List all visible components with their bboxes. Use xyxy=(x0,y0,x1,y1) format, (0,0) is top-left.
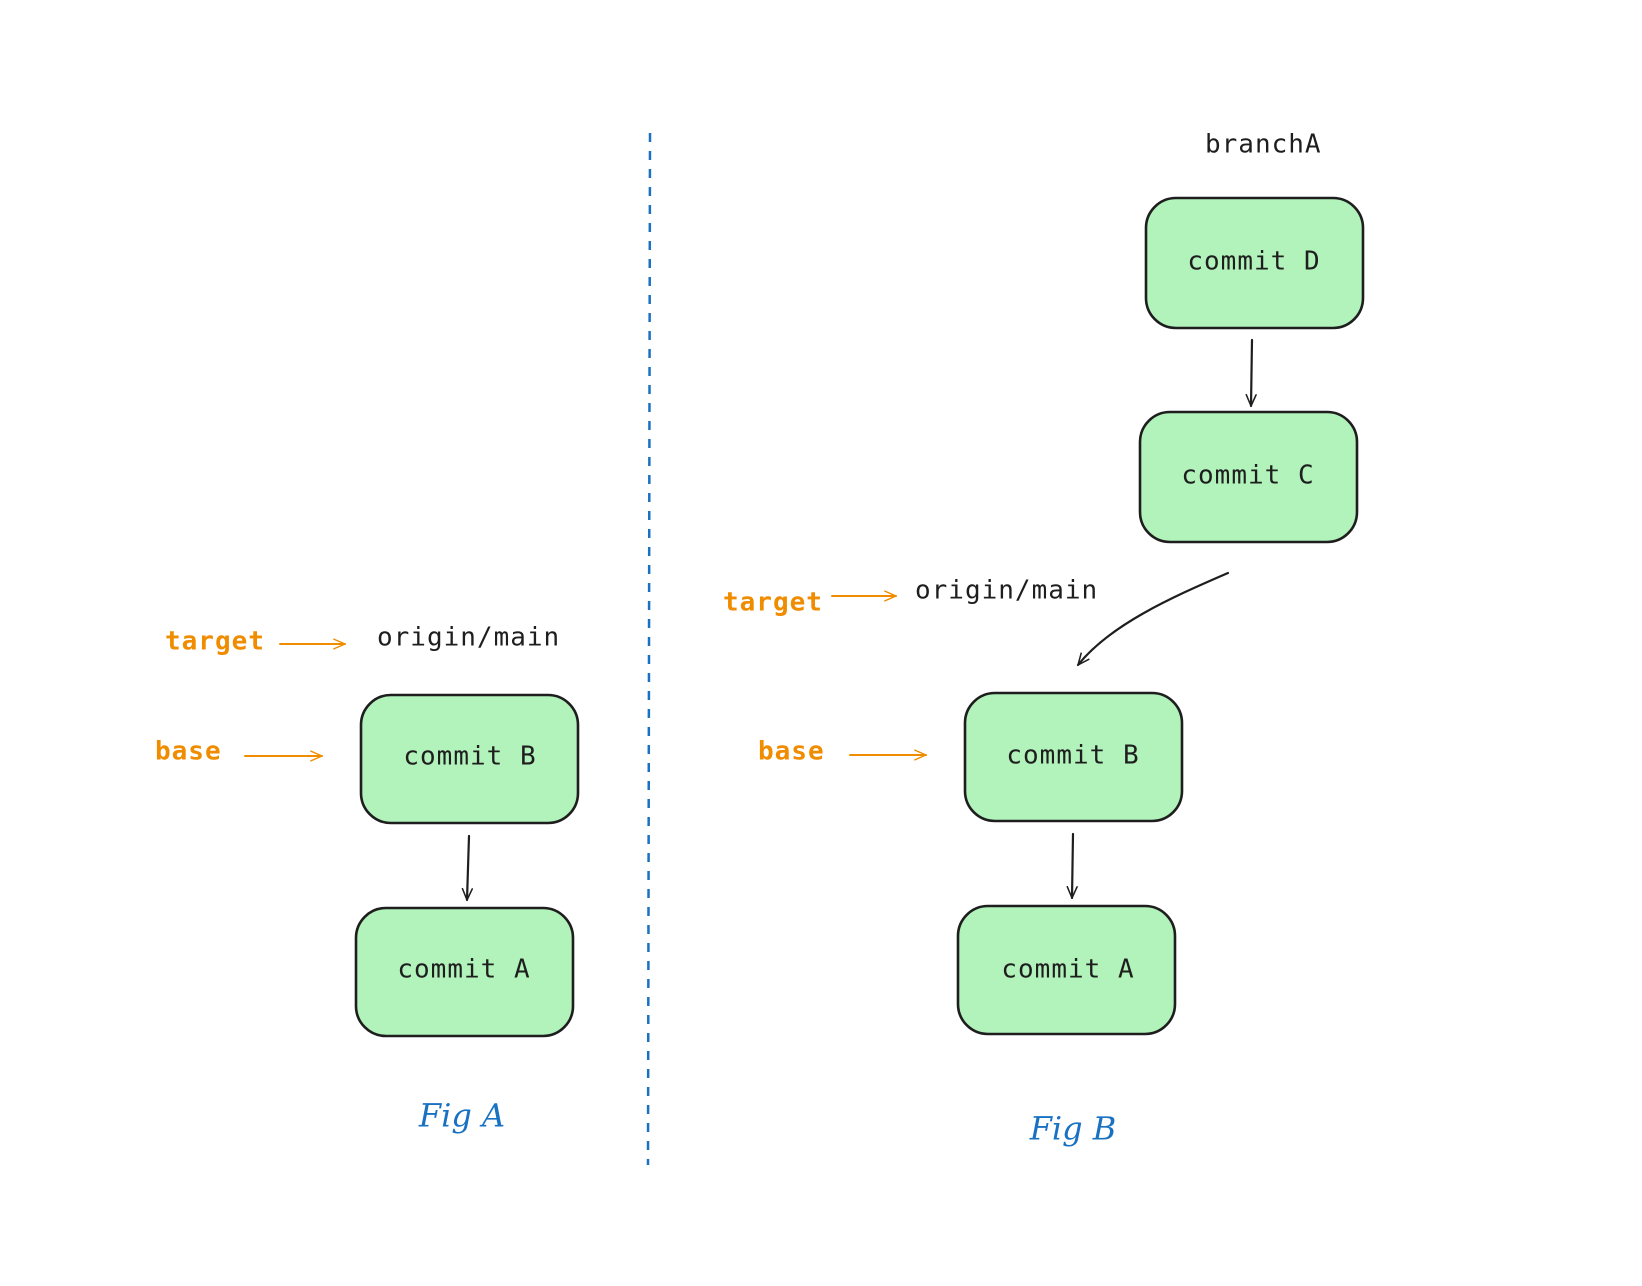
fig-a-caption: Fig A xyxy=(418,1097,505,1135)
fig-a-target-label: target xyxy=(165,627,265,657)
fig-a-commit-a-label: commit A xyxy=(397,955,530,985)
fig-b-commit-c-label: commit C xyxy=(1181,461,1314,491)
fig-b-branch-label: branchA xyxy=(1205,130,1322,160)
fig-a-commit-b-node: commit B xyxy=(359,693,580,825)
fig-a-edge-b-to-a xyxy=(461,834,474,902)
fig-b-commit-d-label: commit D xyxy=(1187,247,1320,277)
fig-b-commit-b-label: commit B xyxy=(1006,741,1139,771)
fig-b-commit-b-node: commit B xyxy=(963,691,1184,823)
fig-b-target-label: target xyxy=(723,588,823,618)
figure-divider-line xyxy=(646,132,652,1166)
fig-b-commit-c-node: commit C xyxy=(1138,410,1359,544)
fig-a-target-ref: origin/main xyxy=(377,623,560,653)
fig-b-commit-a-label: commit A xyxy=(1001,955,1134,985)
fig-b-edge-d-to-c xyxy=(1245,338,1257,408)
fig-b-target-ref: origin/main xyxy=(915,576,1098,606)
fig-b-base-label: base xyxy=(758,737,825,767)
fig-a-commit-a-node: commit A xyxy=(354,906,575,1038)
fig-b-commit-d-node: commit D xyxy=(1144,196,1365,330)
fig-b: branchA commit D commit C target origin/… xyxy=(723,130,1365,1148)
fig-a-commit-b-label: commit B xyxy=(403,742,536,772)
fig-b-commit-a-node: commit A xyxy=(956,904,1177,1036)
fig-a: target origin/main base commit B commit … xyxy=(155,623,580,1135)
fig-a-base-label: base xyxy=(155,737,222,767)
fig-b-caption: Fig B xyxy=(1029,1110,1117,1148)
fig-b-edge-b-to-a xyxy=(1066,832,1078,900)
fig-b-edge-c-to-b xyxy=(1076,571,1230,667)
